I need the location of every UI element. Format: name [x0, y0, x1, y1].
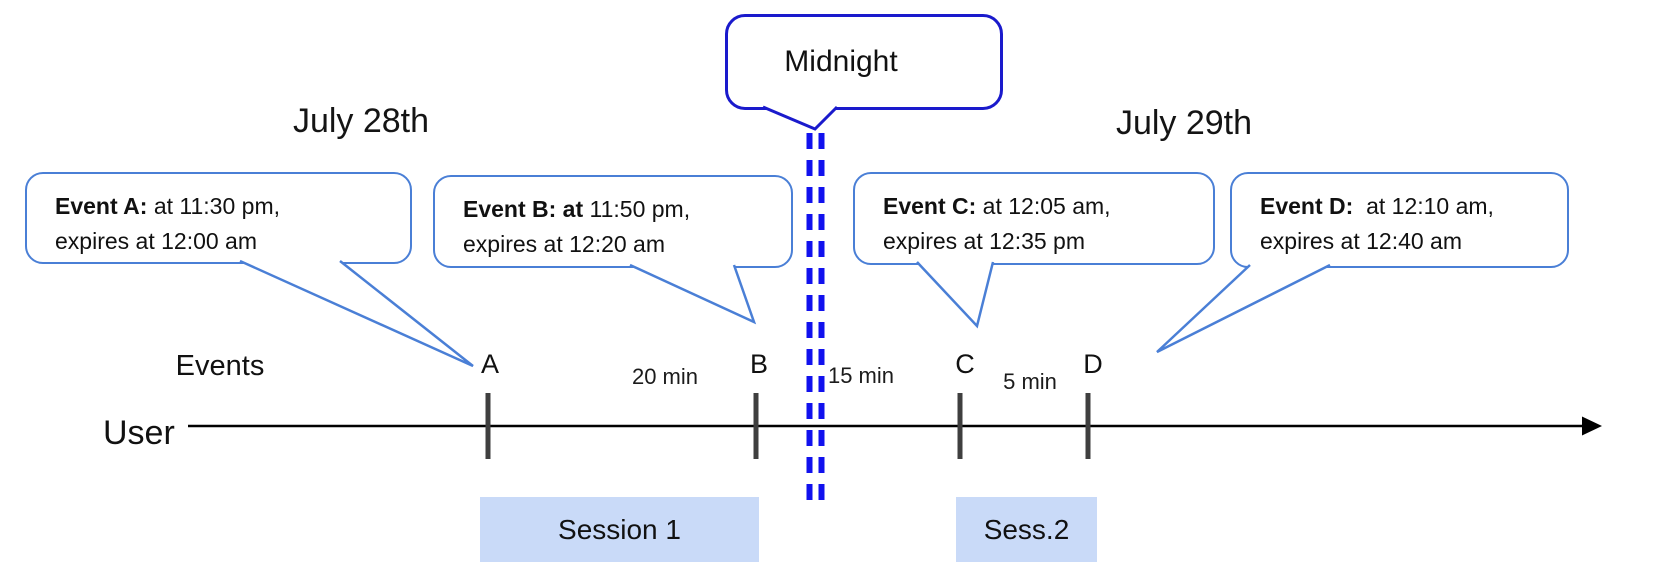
event-b-text-line1: Event B: at 11:50 pm,	[463, 196, 691, 222]
event-d-callout: Event D: at 12:10 am, expires at 12:40 a…	[1230, 172, 1569, 268]
event-a-text-line1: Event A: at 11:30 pm,	[55, 193, 280, 219]
event-a-text-line2: expires at 12:00 am	[55, 228, 258, 254]
user-row-label: User	[103, 414, 175, 452]
tick-label-a: A	[480, 349, 500, 379]
tick-label-c: C	[955, 349, 975, 379]
event-c-text-line1: Event C: at 12:05 am,	[883, 193, 1111, 219]
event-a-callout: Event A: at 11:30 pm, expires at 12:00 a…	[25, 172, 412, 264]
midnight-callout-tail	[762, 105, 839, 131]
date-title-july-29: July 29th	[1115, 104, 1253, 142]
session-1-label: Session 1	[558, 513, 681, 545]
midnight-label: Midnight	[784, 45, 898, 78]
event-c-callout-tail	[916, 261, 995, 329]
session-1-bar: Session 1	[480, 497, 759, 562]
event-d-callout-tail	[1156, 263, 1331, 354]
session-2-bar: Sess.2	[956, 497, 1097, 562]
event-d-text-line2: expires at 12:40 am	[1260, 228, 1463, 254]
event-b-callout: Event B: at 11:50 pm, expires at 12:20 a…	[433, 175, 793, 268]
session-2-label: Sess.2	[983, 513, 1070, 545]
event-a-callout-tail	[239, 259, 474, 368]
tick-label-d: D	[1083, 349, 1103, 379]
date-title-july-28: July 28th	[292, 102, 430, 140]
midnight-callout: Midnight	[725, 14, 1003, 110]
event-d-text-line1: Event D: at 12:10 am,	[1260, 193, 1494, 219]
timeline-arrowhead-icon	[1582, 416, 1602, 436]
tick-label-b: B	[749, 349, 769, 379]
events-row-label: Events	[175, 350, 265, 382]
event-b-callout-tail	[629, 263, 757, 325]
event-c-callout: Event C: at 12:05 am, expires at 12:35 p…	[853, 172, 1215, 265]
event-b-text-line2: expires at 12:20 am	[463, 231, 666, 257]
event-c-text-line2: expires at 12:35 pm	[883, 228, 1086, 254]
interval-label-20min: 20 min	[631, 364, 699, 389]
interval-label-5min: 5 min	[1003, 369, 1057, 394]
interval-label-15min: 15 min	[827, 363, 895, 388]
